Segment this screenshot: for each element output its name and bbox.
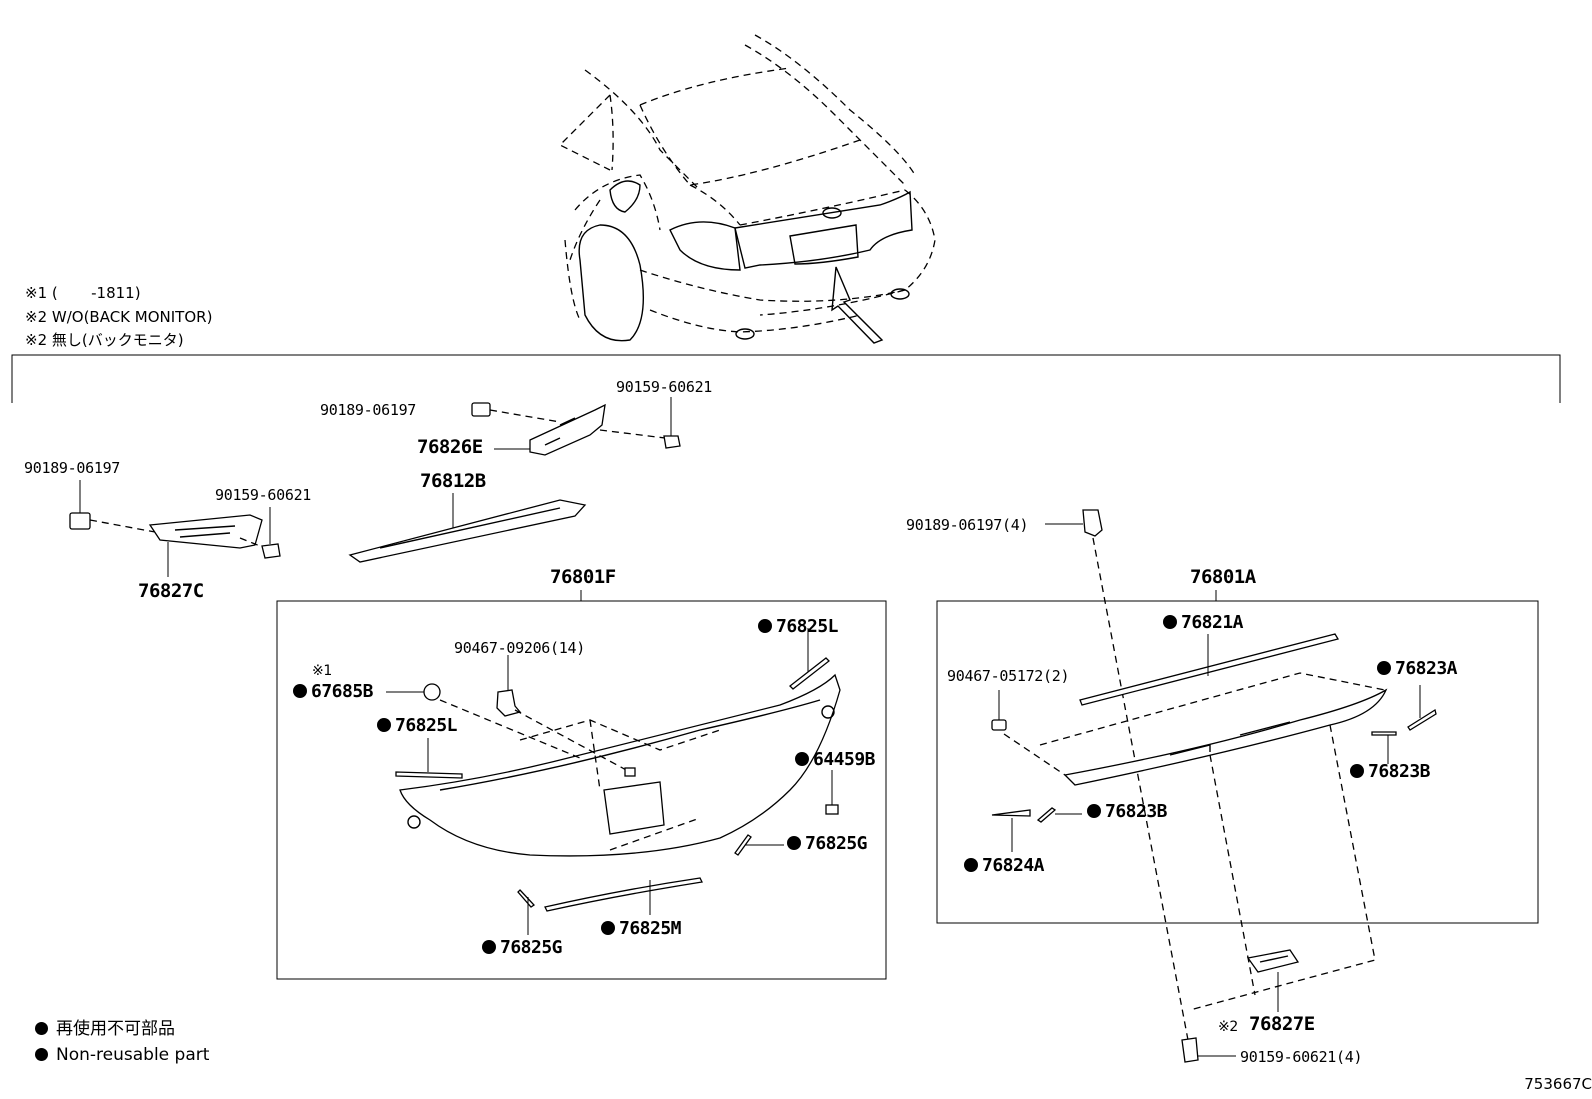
- non-reusable-dot-icon: [964, 858, 978, 872]
- label-90467-05172-2: 90467-05172(2): [947, 667, 1070, 685]
- label-90467-09206-14: 90467-09206(14): [454, 639, 585, 657]
- note-1: ※1 ( -1811): [25, 284, 141, 302]
- part-76801F-bumper-panel: [386, 628, 841, 935]
- figure-id: 753667C: [1524, 1075, 1592, 1093]
- part-76812B-strip: [348, 493, 587, 563]
- label-90189-06197-b: 90189-06197: [24, 459, 121, 477]
- label-76825G-a: 76825G: [787, 833, 868, 855]
- part-76827C-bracket: [69, 480, 281, 577]
- note-2-en: ※2 W/O(BACK MONITOR): [25, 308, 213, 326]
- non-reusable-dot-icon: [482, 940, 496, 954]
- non-reusable-dot-icon: [795, 752, 809, 766]
- label-76827E: 76827E: [1249, 1013, 1315, 1035]
- label-90159-60621-b: 90159-60621: [215, 486, 312, 504]
- note-2-jp: ※2 無し(バックモニタ): [25, 331, 184, 349]
- non-reusable-dot-icon: [1377, 661, 1391, 675]
- label-76812B: 76812B: [420, 470, 486, 492]
- part-76826E-bracket: [471, 397, 681, 456]
- non-reusable-dot-icon: [377, 718, 391, 732]
- non-reusable-dot-icon: [1163, 615, 1177, 629]
- non-reusable-dot-icon: [35, 1022, 48, 1035]
- non-reusable-dot-icon: [787, 836, 801, 850]
- label-76823B-right: 76823B: [1350, 761, 1431, 783]
- non-reusable-dot-icon: [1087, 804, 1101, 818]
- non-reusable-dot-icon: [758, 619, 772, 633]
- non-reusable-dot-icon: [293, 684, 307, 698]
- label-90189-06197-4: 90189-06197(4): [906, 516, 1029, 534]
- legend-en: Non-reusable part: [35, 1045, 209, 1065]
- label-76821A: 76821A: [1163, 612, 1244, 634]
- non-reusable-dot-icon: [1350, 764, 1364, 778]
- label-90189-06197-a: 90189-06197: [320, 401, 417, 419]
- label-76827C: 76827C: [138, 580, 204, 602]
- assembly-bracket-line: [11, 354, 1561, 403]
- car-rear-view-illustration: [558, 34, 936, 344]
- label-76801A: 76801A: [1190, 566, 1256, 588]
- part-76801A-garnish: [991, 509, 1437, 1063]
- label-76823B-left: 76823B: [1087, 801, 1168, 823]
- legend-jp: 再使用不可部品: [35, 1019, 175, 1039]
- label-76825L-b: 76825L: [377, 715, 458, 737]
- label-symbol-1: ※1: [312, 663, 333, 679]
- box-76801A: [936, 600, 1539, 924]
- label-76825M: 76825M: [601, 918, 682, 940]
- label-64459B: 64459B: [795, 749, 876, 771]
- label-90159-60621-a: 90159-60621: [616, 378, 713, 396]
- label-76824A: 76824A: [964, 855, 1045, 877]
- label-67685B: 67685B: [293, 681, 374, 703]
- label-76825G-b: 76825G: [482, 937, 563, 959]
- label-76826E: 76826E: [417, 436, 483, 458]
- label-symbol-2: ※2: [1218, 1019, 1239, 1035]
- label-90159-60621-4: 90159-60621(4): [1240, 1048, 1363, 1066]
- label-76801F: 76801F: [550, 566, 616, 588]
- label-76825L-a: 76825L: [758, 616, 839, 638]
- non-reusable-dot-icon: [601, 921, 615, 935]
- label-76823A: 76823A: [1377, 658, 1458, 680]
- non-reusable-dot-icon: [35, 1048, 48, 1061]
